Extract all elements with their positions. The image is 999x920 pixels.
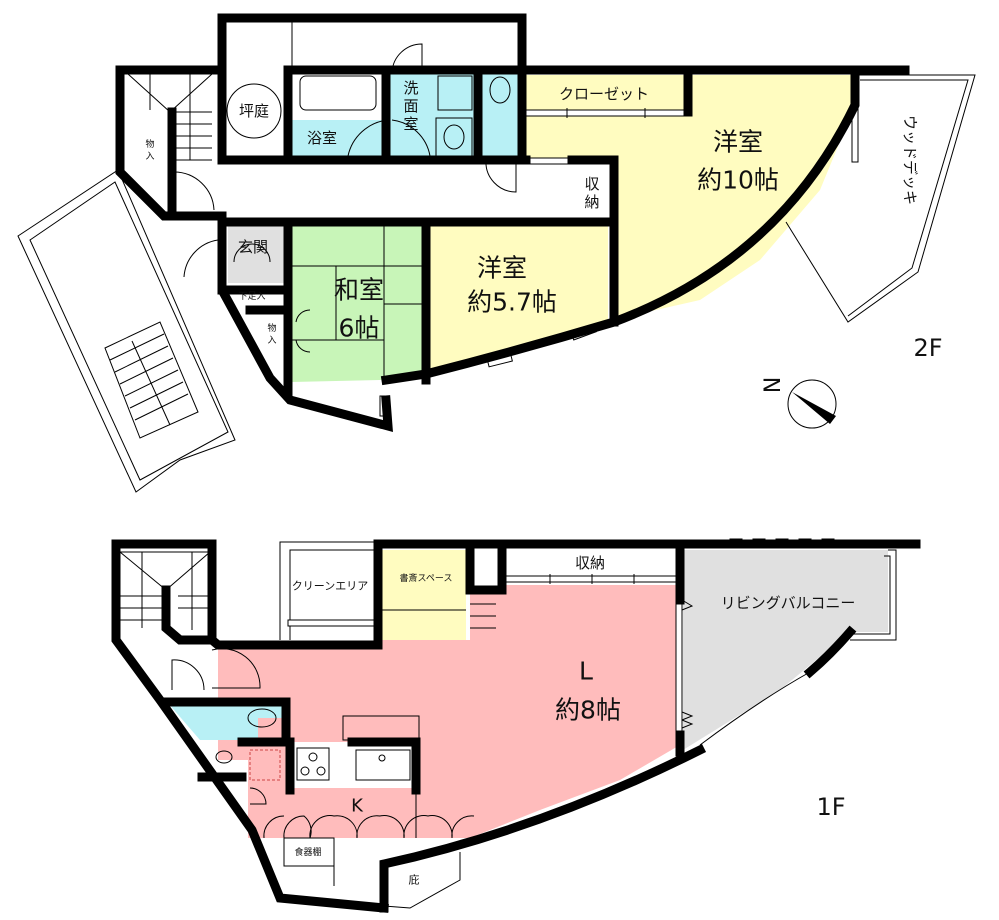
compass-icon: N bbox=[758, 377, 837, 429]
compass-north-label: N bbox=[758, 377, 783, 393]
bathtub bbox=[299, 75, 377, 111]
room-label-storage-a-2: 入 bbox=[145, 151, 154, 162]
room-label-living: L bbox=[579, 657, 593, 686]
room-label-shoe-box: 下足入 bbox=[238, 291, 265, 302]
room-label-storage-a-1: 物 bbox=[145, 138, 154, 150]
toilet-icon bbox=[489, 76, 511, 104]
closet-sliding-doors bbox=[525, 108, 685, 118]
second-floor: 洋室 約10帖 洋室 約5.7帖 和室 6帖 浴室 洗 面 室 クローゼット 収… bbox=[17, 13, 976, 493]
outdoor-stairs bbox=[104, 321, 199, 439]
basin-icon-1f bbox=[215, 750, 233, 764]
floor-label-1f: 1F bbox=[816, 793, 845, 821]
room-fill-washroom bbox=[390, 72, 476, 158]
room-label-washroom-3: 室 bbox=[403, 115, 418, 133]
room-label-storage-1f: 収納 bbox=[575, 554, 605, 572]
room-fill-study bbox=[382, 550, 466, 640]
room-label-western-57: 洋室 bbox=[477, 254, 527, 283]
fridge-space bbox=[249, 749, 281, 781]
room-label-storage-b-2: 入 bbox=[267, 335, 276, 346]
room-label-western-10: 洋室 bbox=[713, 128, 763, 157]
room-size-western-10: 約10帖 bbox=[697, 166, 779, 195]
room-fill-western-57 bbox=[430, 225, 608, 370]
interior-stairs-1f bbox=[119, 551, 211, 630]
clean-area-window bbox=[287, 619, 377, 627]
balcony-door-markers bbox=[681, 599, 694, 729]
gas-stove-icon bbox=[296, 747, 330, 781]
room-label-storage-1: 収 bbox=[584, 175, 599, 193]
room-label-storage-b-1: 物 bbox=[267, 322, 276, 334]
room-fill-balcony bbox=[683, 550, 888, 750]
cabinet-door-swings bbox=[263, 790, 475, 839]
room-fill-entrance bbox=[228, 225, 284, 283]
room-label-kitchen: K bbox=[351, 796, 364, 817]
courtyard-circle bbox=[226, 83, 282, 139]
room-label-washroom-1: 洗 bbox=[403, 79, 418, 97]
storage-sliding-doors-1f bbox=[505, 574, 679, 584]
room-size-living: 約8帖 bbox=[555, 696, 621, 725]
room-fill-japanese bbox=[292, 225, 426, 382]
first-floor: L 約8帖 K 書斎スペース クリーンエリア 収納 リビングバルコニー 食器棚 … bbox=[111, 538, 921, 913]
room-label-eaves: 庇 bbox=[409, 873, 420, 887]
room-fill-western-10 bbox=[525, 75, 855, 320]
room-fill-toilet bbox=[482, 72, 520, 158]
room-label-washroom-2: 面 bbox=[403, 97, 418, 115]
interior-stairs bbox=[127, 73, 213, 161]
room-label-study: 書斎スペース bbox=[400, 572, 453, 584]
room-label-bath: 浴室 bbox=[307, 129, 337, 147]
tatami-lines bbox=[292, 225, 426, 380]
outdoor-stair-landing-inner bbox=[29, 181, 229, 481]
balcony-curved-window bbox=[699, 671, 811, 746]
room-label-balcony: リビングバルコニー bbox=[721, 594, 856, 612]
washing-machine-pan bbox=[437, 75, 473, 111]
outdoor-stair-landing bbox=[17, 169, 236, 493]
study-steps bbox=[382, 603, 496, 629]
room-label-storage-2: 納 bbox=[584, 193, 599, 211]
room-fill-toilet-1f bbox=[168, 703, 283, 740]
walls-1f bbox=[111, 539, 921, 913]
room-label-courtyard: 坪庭 bbox=[239, 102, 269, 120]
room-size-japanese: 6帖 bbox=[339, 314, 380, 343]
room-label-closet: クローゼット bbox=[559, 85, 649, 103]
toilet-icon-1f bbox=[247, 708, 277, 728]
room-label-clean-area: クリーンエリア bbox=[292, 580, 368, 593]
room-size-western-57: 約5.7帖 bbox=[467, 288, 557, 317]
floor-label-2f: 2F bbox=[913, 334, 942, 362]
room-label-wood-deck: ウッドデッキ bbox=[901, 115, 919, 205]
room-label-cupboard: 食器棚 bbox=[294, 846, 321, 858]
room-label-japanese: 和室 bbox=[334, 276, 384, 305]
wood-deck-outline bbox=[785, 74, 976, 323]
room-label-entrance: 玄関 bbox=[238, 238, 268, 256]
walls-2f bbox=[115, 13, 910, 432]
sink-icon bbox=[355, 749, 411, 781]
